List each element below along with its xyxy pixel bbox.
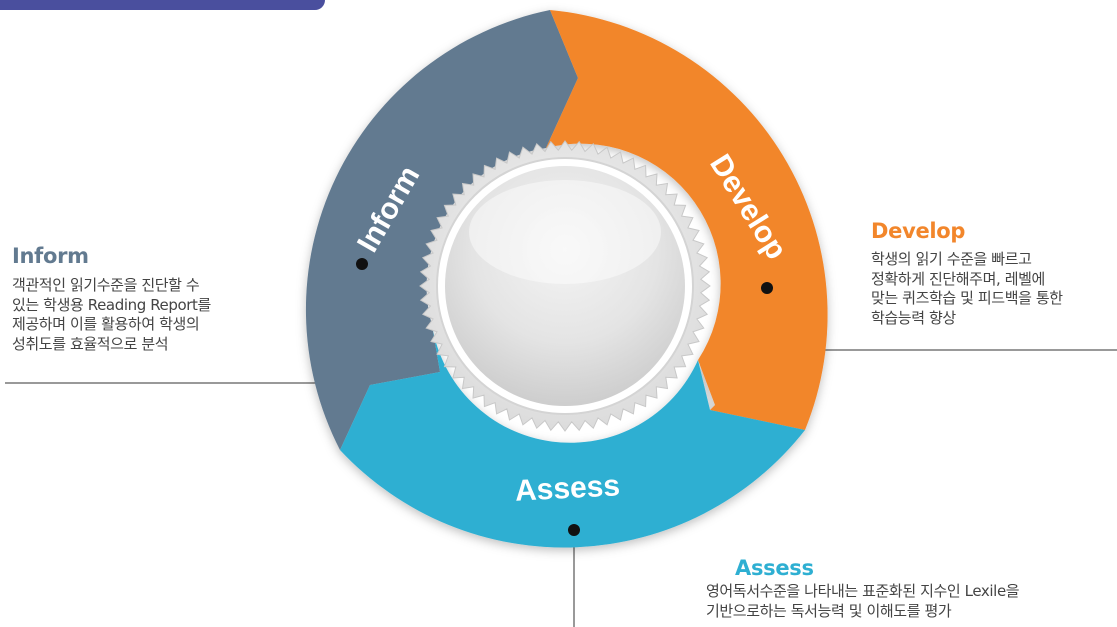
inform-panel: Inform 객관적인 읽기수준을 진단할 수 있는 학생용 Reading R… <box>12 243 211 354</box>
inform-line: 성취도를 효율적으로 분석 <box>12 334 169 353</box>
header-tab <box>0 0 325 10</box>
develop-segment <box>546 10 828 430</box>
center-knob <box>419 140 711 432</box>
assess-marker-dot <box>568 524 580 536</box>
inform-description: 객관적인 읽기수준을 진단할 수 있는 학생용 Reading Report를 … <box>12 276 211 354</box>
assess-segment-label: Assess <box>514 469 621 507</box>
assess-line: 영어독서수준을 나타내는 표준화된 지수인 Lexile을 <box>706 582 1020 600</box>
assess-line: 기반으로하는 독서능력 및 이해도를 평가 <box>706 601 952 620</box>
develop-description: 학생의 읽기 수준을 빠르고 정확하게 진단해주며, 레벨에 맞는 퀴즈학습 및… <box>871 250 1063 328</box>
develop-marker-dot <box>761 282 773 294</box>
inform-segment <box>305 10 578 450</box>
inform-line: 객관적인 읽기수준을 진단할 수 <box>12 276 200 294</box>
inform-line: 있는 학생용 Reading Report를 <box>12 295 211 314</box>
develop-line: 학습능력 향상 <box>871 308 956 327</box>
assess-segment <box>340 325 805 548</box>
inform-title: Inform <box>12 244 89 268</box>
inform-marker-dot <box>356 258 368 270</box>
develop-panel: Develop 학생의 읽기 수준을 빠르고 정확하게 진단해주며, 레벨에 맞… <box>871 218 1063 328</box>
develop-line: 정확하게 진단해주며, 레벨에 <box>871 269 1045 288</box>
assess-description: 영어독서수준을 나타내는 표준화된 지수인 Lexile을 기반으로하는 독서능… <box>706 582 1020 621</box>
assess-panel: Assess 영어독서수준을 나타내는 표준화된 지수인 Lexile을 기반으… <box>706 555 1020 621</box>
develop-title: Develop <box>871 219 966 243</box>
develop-line: 학생의 읽기 수준을 빠르고 <box>871 250 1032 268</box>
inform-line: 제공하며 이를 활용하여 학생의 <box>12 315 200 333</box>
assess-title: Assess <box>735 556 814 580</box>
develop-line: 맞는 퀴즈학습 및 피드백을 통한 <box>871 289 1063 307</box>
